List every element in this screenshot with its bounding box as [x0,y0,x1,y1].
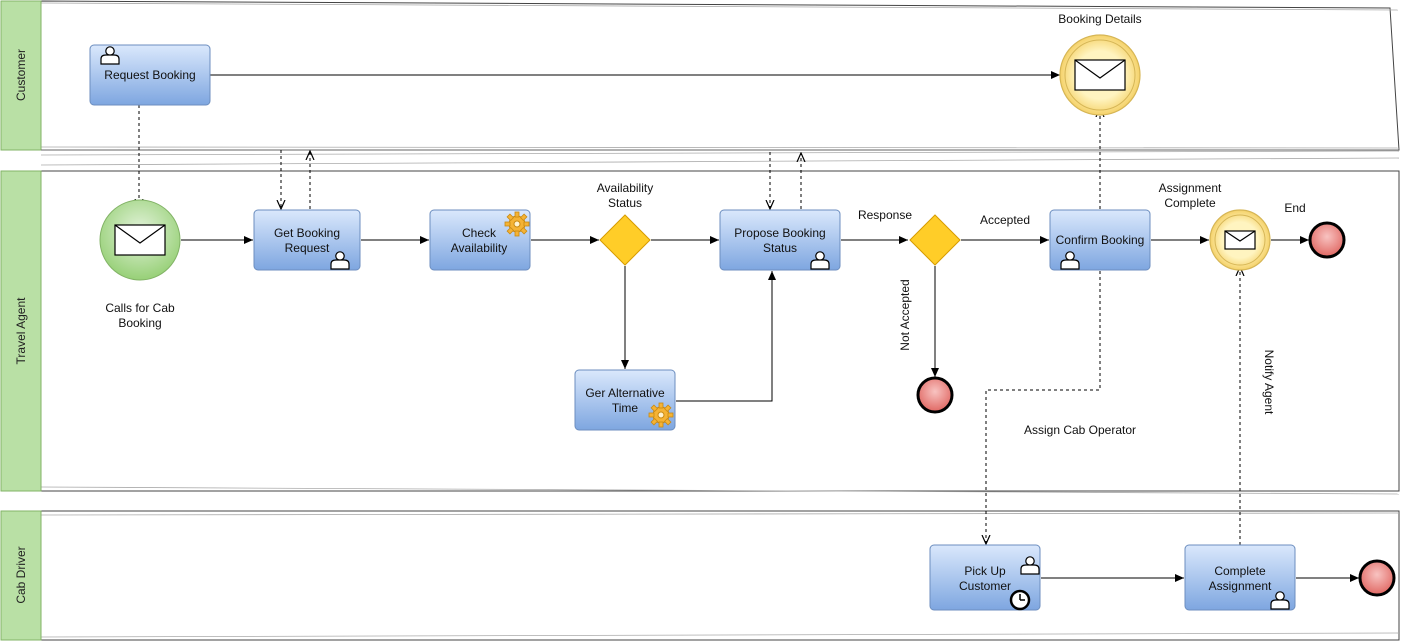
flow-confirm-to-pickup [986,271,1101,544]
task-confirm-booking[interactable]: Confirm Booking [1049,209,1151,271]
lane-label-customer: Customer [14,49,28,101]
event-booking-details[interactable] [1059,34,1141,116]
task-label-line2: Customer [959,579,1011,593]
lane-cab-driver: Cab Driver [0,510,1400,641]
end-event-main[interactable] [1308,221,1346,259]
gateway-availability[interactable] [599,214,651,266]
connectors [139,71,1359,582]
envelope-icon [1074,59,1126,91]
task-label-line1: Propose Booking [734,226,825,240]
task-ger-alternative-time[interactable]: Ger Alternative Time [574,369,676,431]
label-calls-for-cab-line1: Calls for Cab [105,301,175,315]
envelope-icon [114,224,166,256]
gear-icon [648,402,674,428]
envelope-icon [1224,230,1256,250]
lane-label-travel-agent: Travel Agent [14,297,28,365]
label-end: End [1284,201,1305,215]
label-calls-for-cab-line2: Booking [118,316,161,330]
label-availability-line2: Status [608,196,642,210]
event-assignment-complete[interactable] [1209,209,1271,271]
task-label-line2: Time [612,401,639,415]
start-event-message[interactable] [99,199,181,281]
task-complete-assignment[interactable]: Complete Assignment [1184,544,1296,611]
labels: Booking Details Calls for Cab Booking Av… [105,12,1305,437]
task-label-line2: Availability [451,241,507,255]
task-get-booking-request[interactable]: Get Booking Request [253,209,361,271]
task-label-line1: Check [462,226,497,240]
label-accepted: Accepted [980,213,1030,227]
label-assignment-complete-line2: Complete [1164,196,1216,210]
task-label: Request Booking [104,68,195,82]
task-label-line2: Request [285,241,330,255]
label-availability-line1: Availability [597,181,653,195]
task-check-availability[interactable]: Check Availability [429,209,531,271]
task-label-line1: Get Booking [274,226,340,240]
task-label: Confirm Booking [1056,233,1145,247]
flow-alternative-to-propose [676,271,776,402]
task-label-line1: Pick Up [964,564,1006,578]
task-propose-booking-status[interactable]: Propose Booking Status [719,209,841,271]
task-request-booking[interactable]: Request Booking [89,44,211,106]
label-assign-cab-operator: Assign Cab Operator [1024,423,1136,437]
label-booking-details: Booking Details [1058,12,1141,26]
label-response: Response [858,208,912,222]
gear-icon [504,211,530,237]
lane-label-cab-driver: Cab Driver [14,546,28,603]
timer-icon [1009,589,1031,611]
task-label-line1: Complete [1214,564,1266,578]
task-label-line1: Ger Alternative [585,386,665,400]
task-label-line2: Assignment [1209,579,1272,593]
end-event-cab-driver[interactable] [1358,559,1396,597]
gateway-response[interactable] [909,214,961,266]
label-not-accepted: Not Accepted [898,279,912,350]
task-label-line2: Status [763,241,797,255]
end-event-not-accepted[interactable] [916,376,954,414]
label-assignment-complete-line1: Assignment [1159,181,1222,195]
task-pick-up-customer[interactable]: Pick Up Customer [929,544,1041,611]
label-notify-agent: Notify Agent [1262,350,1276,415]
